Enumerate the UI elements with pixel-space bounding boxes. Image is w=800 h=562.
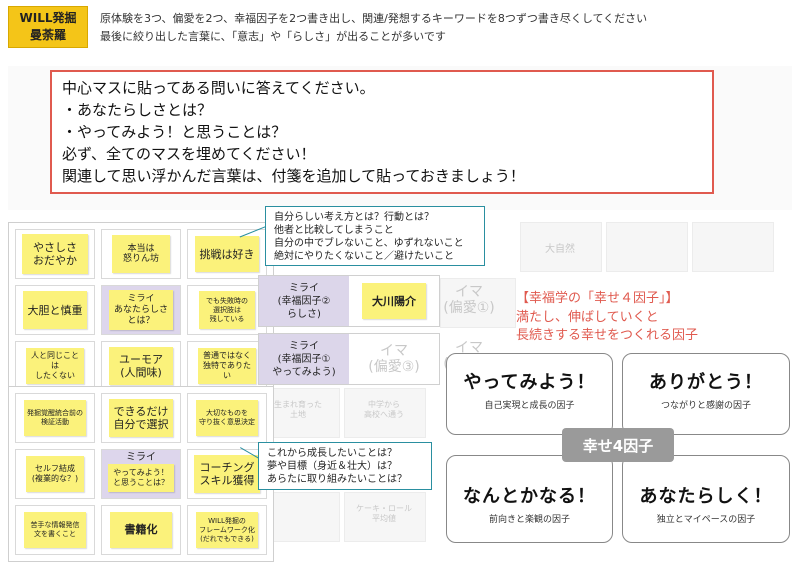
grid-cell[interactable]: 本当は 怒りん坊	[101, 229, 181, 279]
faded-cell	[692, 222, 774, 272]
sticky-note[interactable]: WILL発掘の フレームワーク化 (だれでもできる)	[196, 512, 258, 548]
instruction-box: 中心マスに貼ってある問いに答えてください。 ・あなたらしさとは？ ・やってみよう…	[50, 70, 714, 194]
grid-cell[interactable]: 人と同じことは したくない	[15, 341, 95, 391]
faded-note: 中学から 高校へ通う	[364, 400, 404, 419]
factor-subtitle: 独立とマイペースの因子	[656, 515, 756, 525]
faded-cell	[440, 278, 516, 328]
callout-line: 絶対にやりたくないこと／避けたいこと	[274, 251, 454, 262]
instruction-line: 必ず、全てのマスを埋めてください！	[62, 145, 316, 163]
ghost-label: イマ (偏愛①)	[443, 284, 495, 316]
callout-line: これから成長したいことは？	[267, 448, 397, 459]
sticky-note[interactable]: 普通ではなく 独特でありたい	[198, 348, 256, 384]
faded-cell	[520, 222, 602, 272]
center-cell-label: ミライ	[126, 452, 156, 463]
factor-card-nantokanaru: なんとかなる！ 前向きと楽観の因子	[446, 455, 613, 543]
sticky-note[interactable]: 人と同じことは したくない	[26, 348, 84, 384]
happiness-title: 【幸福学の「幸せ４因子」】	[516, 291, 679, 306]
factor-subtitle: 前向きと楽観の因子	[488, 515, 570, 525]
sticky-note[interactable]: やさしさ おだやか	[22, 234, 88, 274]
mandala-grid-bottom: 発掘覚醒統合前の 検証活動 できるだけ 自分で選択 大切なものを 守り抜く意思決…	[8, 386, 274, 562]
instruction-line: ・やってみよう！と思うことは？	[62, 123, 287, 141]
callout-bottom: これから成長したいことは？ 夢や目標（身近＆壮大）は？ あらたに取り組みたいこと…	[258, 442, 432, 490]
mid-table: ミライ (幸福因子② らしさ) 大川陽介 ミライ (幸福因子① やってみよう) …	[258, 275, 440, 391]
mid-row: ミライ (幸福因子① やってみよう) イマ (偏愛③)	[258, 333, 440, 385]
sticky-note[interactable]: 大切なものを 守り抜く意思決定	[196, 400, 258, 436]
factor-subtitle: つながりと感謝の因子	[660, 401, 751, 411]
grid-cell[interactable]: セルフ結成 (複業的な？)	[15, 449, 95, 499]
faded-cell	[606, 222, 688, 272]
callout-line: 他者と比較してしまうこと	[274, 225, 394, 236]
badge-line-1: WILL発掘	[19, 11, 77, 25]
question-note[interactable]: やってみよう！ と思うことは？	[108, 464, 174, 492]
happiness-subtitle: 満たし、伸ばしていくと	[516, 310, 659, 325]
sticky-note[interactable]: 書籍化	[110, 512, 172, 548]
sticky-note[interactable]: コーチング スキル獲得	[194, 455, 260, 493]
factor-card-yattemiyou: やってみよう！ 自己実現と成長の因子	[446, 353, 613, 435]
grid-cell[interactable]: 苦手な情報発信 文を書くこと	[15, 505, 95, 555]
factor-subtitle: 自己実現と成長の因子	[484, 401, 575, 411]
sticky-note[interactable]: 本当は 怒りん坊	[112, 235, 170, 273]
grid-cell[interactable]: 普通ではなく 独特でありたい	[187, 341, 267, 391]
factor-title: ありがとう！	[649, 372, 763, 393]
faded-note-label: 大自然	[545, 244, 575, 255]
mandala-grid-top: やさしさ おだやか 本当は 怒りん坊 挑戦は好き 大胆と慎重 ミライ あなたらし…	[8, 222, 274, 398]
grid-cell[interactable]: 大胆と慎重	[15, 285, 95, 335]
factor-title: やってみよう！	[463, 372, 596, 393]
sticky-note[interactable]: 挑戦は好き	[195, 236, 259, 272]
mid-row-label: ミライ (幸福因子① やってみよう)	[259, 334, 349, 384]
description-line-2: 最後に絞り出した言葉に、「意志」や「らしさ」が出ることが多いです	[100, 30, 446, 43]
grid-cell[interactable]: 挑戦は好き	[187, 229, 267, 279]
factor-title: あなたらしく！	[639, 486, 773, 507]
mid-row-value[interactable]: 大川陽介	[349, 276, 439, 326]
sticky-note[interactable]: ユーモア (人間味)	[109, 347, 173, 385]
sticky-note[interactable]: セルフ結成 (複業的な？)	[26, 456, 84, 492]
instruction-line: ・あなたらしさとは？	[62, 101, 213, 119]
description-line-1: 原体験を3つ、偏愛を2つ、幸福因子を2つ書き出し、関連/発想するキーワードを8つ…	[100, 12, 648, 25]
grid-cell[interactable]: できるだけ 自分で選択	[101, 393, 181, 443]
grid-cell[interactable]: やさしさ おだやか	[15, 229, 95, 279]
grid-center-cell[interactable]: ミライ あなたらしさ とは？	[101, 285, 181, 335]
happiness-subtitle: 長続きする幸せをつくれる因子	[516, 328, 699, 343]
factor-title: なんとかなる！	[463, 486, 596, 507]
factor-card-arigatou: ありがとう！ つながりと感謝の因子	[622, 353, 790, 435]
grid-cell[interactable]: 書籍化	[101, 505, 181, 555]
faded-cell	[344, 388, 426, 438]
factor-card-anatarashiku: あなたらしく！ 独立とマイペースの因子	[622, 455, 790, 543]
sticky-note[interactable]: できるだけ 自分で選択	[109, 399, 173, 437]
happiness-hub: 幸せ4因子	[562, 428, 674, 462]
sticky-note[interactable]: 発掘覚醒統合前の 検証活動	[24, 400, 86, 436]
sticky-note[interactable]: 苦手な情報発信 文を書くこと	[24, 512, 86, 548]
faded-mid-cell	[440, 278, 516, 328]
sticky-note[interactable]: 大川陽介	[362, 283, 426, 319]
instruction-line: 中心マスに貼ってある問いに答えてください。	[62, 79, 375, 97]
sticky-note[interactable]: 大胆と慎重	[23, 291, 87, 329]
question-note[interactable]: ミライ あなたらしさ とは？	[109, 290, 173, 330]
grid-cell[interactable]: ユーモア (人間味)	[101, 341, 181, 391]
faded-right-row: 大自然	[520, 222, 790, 272]
callout-line: 夢や目標（身近＆壮大）は？	[267, 461, 397, 472]
faded-cell	[344, 492, 426, 542]
workshop-badge: WILL発掘 曼荼羅	[8, 6, 88, 48]
callout-line: 自分の中でブレないこと、ゆずれないこと	[274, 238, 464, 249]
grid-cell[interactable]: でも失敗時の 選択肢は 残している	[187, 285, 267, 335]
badge-line-2: 曼荼羅	[29, 28, 66, 42]
grid-cell[interactable]: コーチング スキル獲得	[187, 449, 267, 499]
mid-row: ミライ (幸福因子② らしさ) 大川陽介	[258, 275, 440, 327]
mid-row-value[interactable]: イマ (偏愛③)	[349, 334, 439, 384]
callout-line: 自分らしい考え方とは？行動とは？	[274, 212, 434, 223]
grid-cell[interactable]: WILL発掘の フレームワーク化 (だれでもできる)	[187, 505, 267, 555]
ghost-label: イマ (偏愛③)	[368, 343, 420, 375]
instruction-line: 関連して思い浮かんだ言葉は、付箋を追加して貼っておきましょう！	[62, 167, 525, 185]
grid-center-cell[interactable]: ミライ やってみよう！ と思うことは？	[101, 449, 181, 499]
grid-cell[interactable]: 大切なものを 守り抜く意思決定	[187, 393, 267, 443]
faded-note: ケーキ・ロール 平均値	[356, 504, 412, 523]
callout-top: 自分らしい考え方とは？行動とは？ 他者と比較してしまうこと 自分の中でブレないこ…	[265, 206, 485, 266]
callout-line: あらたに取り組みたいことは？	[267, 474, 407, 485]
grid-cell[interactable]: 発掘覚醒統合前の 検証活動	[15, 393, 95, 443]
faded-note: 生まれ育った 土地	[274, 400, 322, 419]
mid-row-label: ミライ (幸福因子② らしさ)	[259, 276, 349, 326]
sticky-note[interactable]: でも失敗時の 選択肢は 残している	[199, 291, 255, 329]
